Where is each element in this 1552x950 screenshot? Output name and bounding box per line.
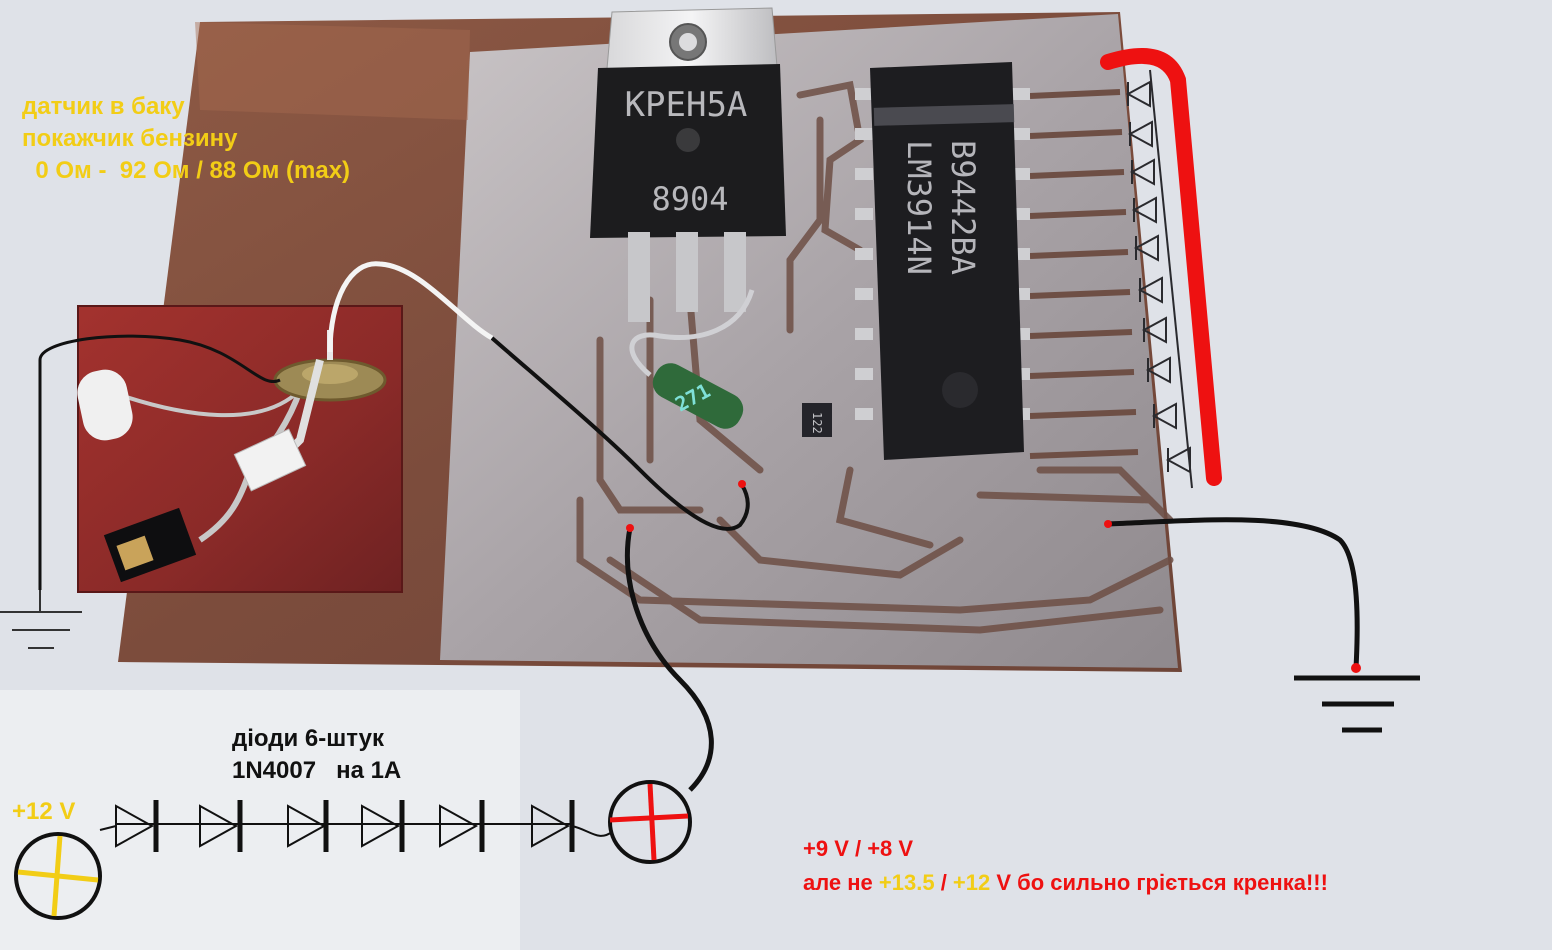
pcb-traces: [576, 80, 1174, 634]
diode-symbol-icon: [1125, 80, 1151, 108]
regulator-marking: КРЕН5А: [625, 85, 748, 125]
sensor-wire-pad: [738, 480, 746, 488]
led-bar: [1125, 69, 1193, 489]
smd-component: [802, 403, 832, 437]
diodes-label-line1: діоди 6-штук: [232, 725, 384, 752]
sensor-label-line1: датчик в баку: [22, 93, 185, 120]
led-common-wire-red: [1100, 47, 1222, 486]
sensor-label-line3: 0 Ом - 92 Ом / 88 Ом (max): [22, 157, 351, 184]
chip-part-number: LM3914N: [900, 140, 938, 275]
pcb-tinned-area: [440, 14, 1178, 668]
resistor: [629, 289, 755, 429]
terminal-symbol-icon: [608, 780, 692, 864]
supply-label-warning: але не: [803, 870, 879, 895]
led-pads: [1029, 89, 1139, 459]
ground-symbol-right-icon: [1294, 675, 1420, 733]
diode-chain: [99, 800, 613, 852]
sensor-label-line2: покажчик бензину: [22, 125, 238, 152]
smd-code: 122: [810, 412, 824, 434]
supply-wire: [625, 527, 714, 792]
ground-wire-right: [1107, 517, 1360, 669]
supply-label-line1: +9 V / +8 V: [803, 836, 914, 861]
chip-marking: B9442BA: [944, 140, 982, 275]
voltage-regulator: [590, 7, 786, 322]
ground-symbol-icon: [0, 590, 82, 649]
lm3914-chip: [855, 62, 1030, 460]
sensor-wire-white: [327, 261, 494, 353]
ground-pad: [1104, 520, 1112, 528]
supply-label-line2: але не +13.5 / +12 V бо сильно гріється …: [803, 870, 1328, 896]
regulator-code: 8904: [651, 180, 728, 218]
supply-label-voltage-battery: +12: [952, 870, 991, 895]
supply-label-voltage-high: +13.5: [878, 870, 935, 895]
input-voltage-label: +12 V: [12, 798, 76, 825]
fuel-sensor-photo: [38, 305, 403, 593]
supply-label-separator: /: [934, 870, 953, 895]
diodes-label-line2: 1N4007 на 1А: [232, 757, 402, 784]
supply-label-reason: V бо сильно гріється кренка!!!: [990, 870, 1328, 895]
supply-pad: [626, 524, 634, 532]
input-terminal-icon: [14, 832, 102, 920]
sensor-wire-black: [490, 336, 750, 531]
